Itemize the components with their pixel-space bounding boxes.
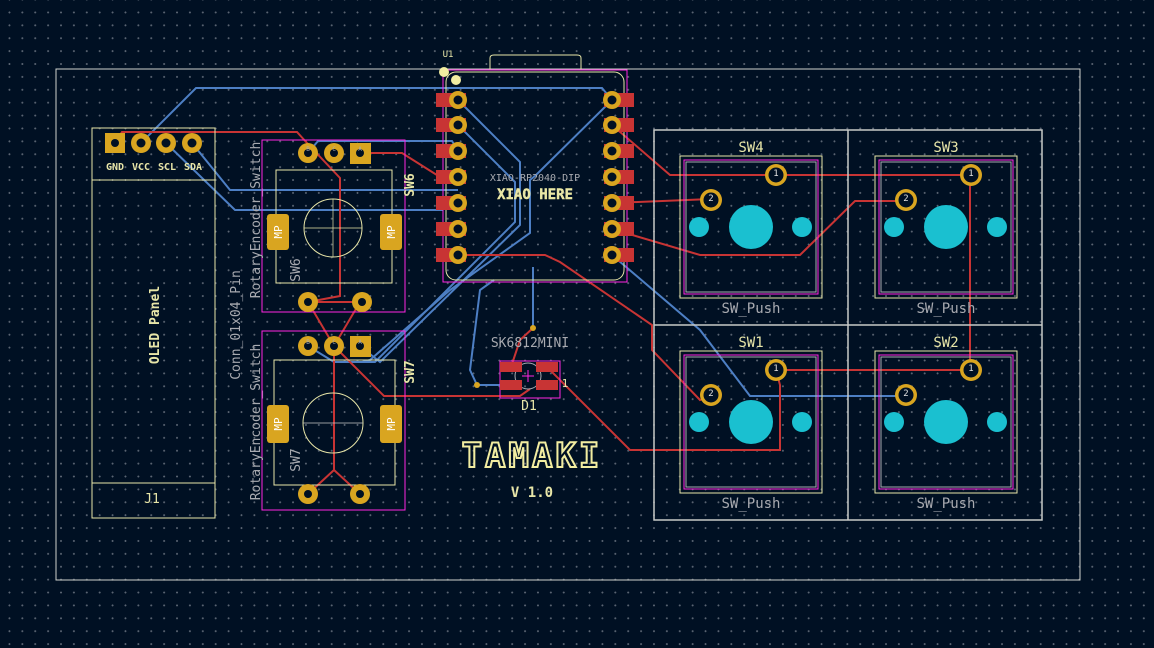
j1-silkscreen-outline	[91, 127, 216, 519]
j1-pin-label: GND	[106, 162, 124, 173]
key-ref: SW2	[933, 335, 958, 351]
j1-pin-label: SDA	[184, 162, 202, 173]
sw7-ref-fab: SW7	[289, 448, 304, 471]
key-ref: SW1	[738, 335, 763, 351]
sw6-mp-pad[interactable]	[267, 214, 289, 250]
d1-ref: D1	[521, 399, 537, 414]
sw7-ref: SW7	[403, 360, 418, 383]
sw6-ref: SW6	[403, 173, 418, 197]
sw6-courtyard	[261, 139, 406, 313]
key-pin-label: 1	[968, 169, 973, 179]
pin1-marker	[439, 67, 449, 77]
oled-panel-label: OLED Panel	[148, 286, 163, 364]
u1-usb-outline	[489, 54, 582, 70]
key-value: SW_Push	[916, 496, 975, 512]
key-pin-label: 1	[773, 169, 778, 179]
mp-label: MP	[385, 225, 398, 239]
d1-pad[interactable]	[500, 362, 522, 372]
center-hole	[924, 205, 968, 249]
d1-courtyard	[499, 360, 561, 399]
sw7-mp-pad[interactable]	[267, 405, 289, 443]
mp-label: MP	[385, 417, 398, 431]
front-copper-traces	[114, 124, 971, 495]
via	[530, 325, 536, 331]
key-pin-label: 1	[968, 364, 973, 374]
sw6-value: RotaryEncoder_Switch	[249, 142, 264, 299]
key-value: SW_Push	[916, 301, 975, 317]
d1-pad[interactable]	[536, 380, 558, 390]
sw7-pin-label: C	[332, 339, 336, 346]
connector-j1[interactable]: GND VCC SCL SDA OLED Panel J1 Conn_01x04…	[91, 127, 244, 519]
d1-pad[interactable]	[500, 380, 522, 390]
key-pin-label: 2	[708, 389, 713, 399]
j1-value: Conn_01x04_Pin	[229, 270, 244, 380]
j1-pin-label: VCC	[132, 162, 150, 173]
mount-hole	[884, 412, 904, 432]
mount-hole	[689, 412, 709, 432]
board-version: V 1.0	[511, 485, 553, 501]
sw6-mp-pad[interactable]	[380, 214, 402, 250]
sw7-mp-pad[interactable]	[380, 405, 402, 443]
key-pin-label: 2	[903, 194, 908, 204]
xiao-here-label: XIAO HERE	[497, 187, 573, 203]
mount-hole	[689, 217, 709, 237]
sw6-pin-label: B	[306, 146, 310, 153]
sw7-pin-label: B	[306, 339, 310, 346]
u1-value: XIAO-RP2040-DIP	[490, 173, 580, 184]
mount-hole	[987, 412, 1007, 432]
key-ref: SW4	[738, 140, 763, 156]
sw7-value: RotaryEncoder_Switch	[249, 344, 264, 501]
sw7-pin-label: A	[358, 339, 362, 346]
xiao-module-u1[interactable]: U1 XIAO-RP2040-DIP XIAO HERE	[436, 50, 634, 283]
via	[474, 382, 480, 388]
mount-hole	[884, 217, 904, 237]
led-d1[interactable]: SK6812MINI D1 1	[474, 325, 569, 414]
center-hole	[924, 400, 968, 444]
key-pin-label: 2	[708, 194, 713, 204]
key-pin-label: 1	[773, 364, 778, 374]
pin1-marker	[451, 75, 461, 85]
key-ref: SW3	[933, 140, 958, 156]
j1-pin-label: SCL	[158, 162, 176, 173]
d1-pin1-label: 1	[562, 377, 569, 390]
j1-ref: J1	[144, 492, 160, 507]
sw7-courtyard	[261, 330, 406, 511]
u1-ref: U1	[443, 50, 454, 60]
sw6-pin-label: A	[358, 146, 362, 153]
mp-label: MP	[272, 225, 285, 239]
key-value: SW_Push	[721, 301, 780, 317]
d1-pad[interactable]	[536, 362, 558, 372]
rotary-encoder-sw7[interactable]: B C A MP MP SW7 SW7 RotaryEncoder_Switch	[249, 330, 418, 511]
d1-value: SK6812MINI	[491, 336, 569, 351]
rotary-encoder-sw6[interactable]: B C A MP MP SW6 SW6 RotaryEncoder_Switch	[249, 139, 418, 313]
board-title: TAMAKI	[462, 436, 603, 476]
key-grid	[653, 129, 1043, 521]
center-hole	[729, 205, 773, 249]
mount-hole	[792, 412, 812, 432]
key-pin-label: 2	[903, 389, 908, 399]
key-value: SW_Push	[721, 496, 780, 512]
center-hole	[729, 400, 773, 444]
mount-hole	[792, 217, 812, 237]
mount-hole	[987, 217, 1007, 237]
sw6-pin-label: C	[332, 146, 336, 153]
board-edge-outline	[55, 68, 1081, 581]
mp-label: MP	[272, 417, 285, 431]
sw6-ref-fab: SW6	[289, 258, 304, 281]
